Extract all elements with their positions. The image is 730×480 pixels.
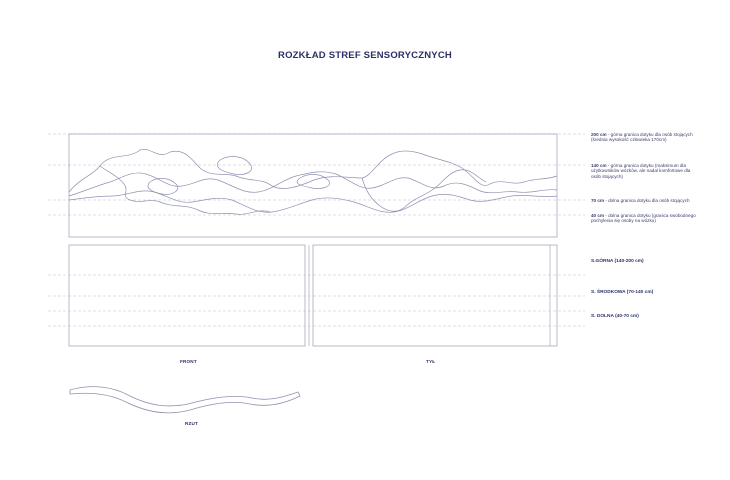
contour-1 xyxy=(68,148,558,193)
caption-plan: RZUT xyxy=(185,421,199,426)
front-panel-frame xyxy=(68,244,306,347)
contour-4 xyxy=(99,165,271,215)
note-40cm: 40 cm - dolna granica dotyku (granica sw… xyxy=(591,213,696,224)
zone-label-middle: S. ŚRODKOWA (70-140 cm) xyxy=(591,290,654,295)
contour-5 xyxy=(361,169,487,212)
zone-guide-lines xyxy=(48,274,585,327)
zone-label-lower: S. DOLNA (40-70 cm) xyxy=(591,314,639,319)
back-panel-frame xyxy=(312,244,558,347)
front-relief-frame xyxy=(68,133,558,238)
note-200cm: 200 cm - górna granica dotyku dla osób s… xyxy=(591,132,693,143)
contour-6 xyxy=(147,178,179,195)
plan-view-shape xyxy=(69,386,301,414)
caption-front: FRONT xyxy=(180,359,197,364)
page-title: ROZKŁAD STREF SENSORYCZNYCH xyxy=(278,50,452,61)
zone-label-upper: S.GÓRNA (140-200 cm) xyxy=(591,259,644,264)
contour-3 xyxy=(68,190,558,213)
contour-7 xyxy=(296,174,330,189)
note-70cm: 70 cm - dolna granica dotyku dla osób st… xyxy=(591,198,690,203)
relief-contours xyxy=(68,148,558,215)
contour-8 xyxy=(217,156,252,175)
contour-2 xyxy=(68,171,558,197)
caption-back: TYŁ xyxy=(426,359,436,364)
note-140cm: 140 cm - górna granica dotyku (maksimum … xyxy=(591,163,691,179)
